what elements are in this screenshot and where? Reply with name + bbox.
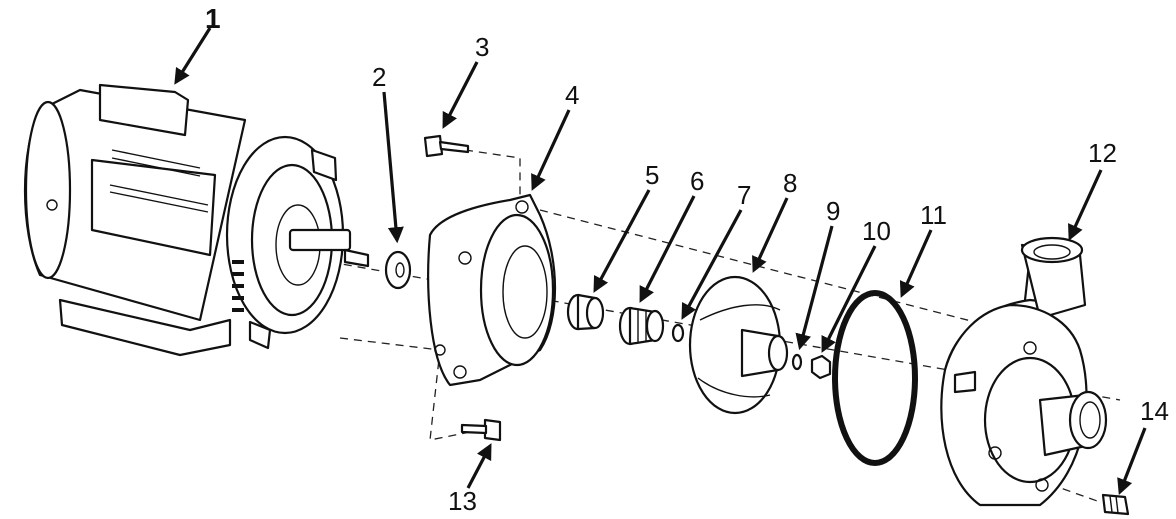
arrow-3 (442, 61, 479, 129)
part-1-motor (23, 83, 370, 357)
part-14-drain-plug (1101, 493, 1130, 516)
part-11-o-ring-large (832, 290, 918, 466)
callout-14: 14 (1140, 396, 1169, 426)
arrow-12 (1068, 169, 1103, 241)
callout-11: 11 (920, 200, 947, 230)
arrow-13 (466, 443, 492, 489)
part-5-seal-seat (566, 293, 605, 331)
part-4-adapter-bracket (427, 193, 557, 387)
arrow-9 (795, 225, 834, 351)
callout-4: 4 (565, 80, 579, 110)
part-7-washer (671, 323, 685, 343)
arrow-8 (752, 197, 789, 273)
callout-2: 2 (372, 62, 386, 92)
arrow-7 (681, 209, 743, 320)
arrow-2 (382, 91, 404, 244)
callout-8: 8 (783, 168, 797, 198)
arrow-6 (639, 195, 696, 303)
arrow-5 (593, 189, 651, 293)
callout-labels: 1 2 3 4 5 6 7 8 9 10 11 12 13 14 (205, 3, 1169, 516)
part-6-mechanical-seal (618, 306, 665, 346)
arrow-10 (821, 245, 877, 353)
callout-6: 6 (690, 166, 704, 196)
part-9-o-ring (791, 353, 803, 371)
callout-3: 3 (475, 32, 489, 62)
arrow-1 (174, 27, 212, 85)
arrow-14 (1117, 427, 1147, 495)
part-12-pump-casing (940, 236, 1108, 507)
arrow-11 (899, 229, 933, 298)
part-13-bolt (460, 418, 502, 442)
callout-9: 9 (826, 196, 840, 226)
callout-10: 10 (862, 216, 891, 246)
callout-1: 1 (205, 3, 221, 34)
part-10-nut (810, 354, 832, 380)
callout-13: 13 (448, 486, 477, 516)
part-8-impeller (688, 275, 789, 415)
callout-12: 12 (1088, 138, 1117, 168)
arrow-4 (531, 109, 571, 191)
callout-7: 7 (737, 180, 751, 210)
leader-arrows (174, 27, 1147, 495)
part-3-bolt (423, 134, 470, 158)
callout-5: 5 (645, 160, 659, 190)
part-2-washer (384, 250, 412, 290)
